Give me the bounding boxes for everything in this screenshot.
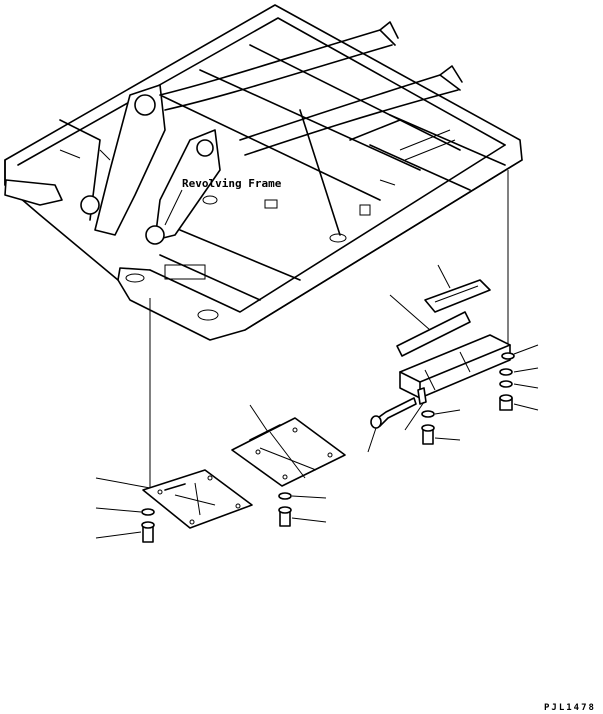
revolving-frame	[4, 4, 523, 341]
drawing-code: PJL1478	[544, 703, 596, 713]
cover-plate-left	[95, 469, 253, 529]
revolving-frame-label: Revolving Frame	[182, 177, 282, 190]
hardware-middle	[367, 387, 461, 453]
hardware-left	[95, 507, 155, 543]
hardware-center-bottom	[278, 492, 327, 527]
hardware-right	[499, 344, 539, 411]
seal-strip	[389, 294, 471, 357]
cover-plate-center	[231, 404, 346, 487]
cover-plate-small	[424, 264, 491, 313]
